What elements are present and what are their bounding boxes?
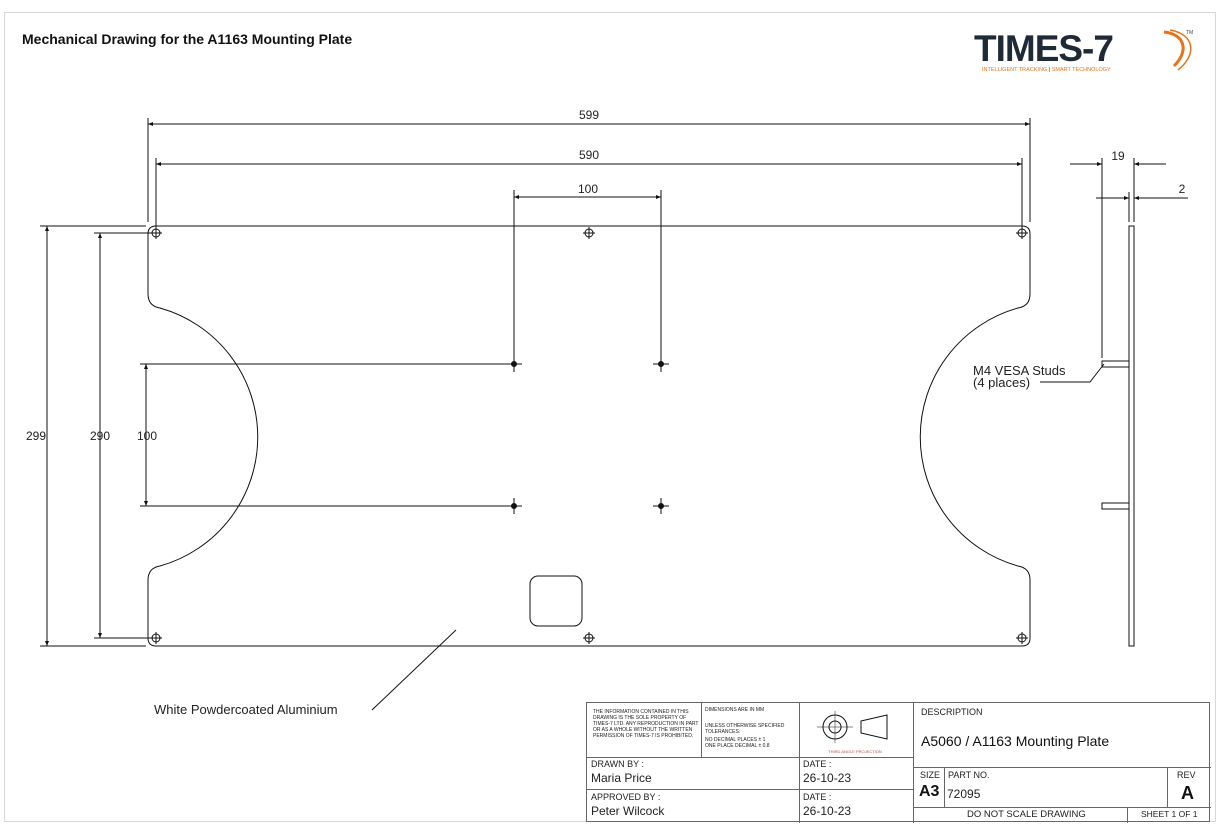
- dim-text-590: 590: [579, 148, 599, 162]
- dim-text-299: 299: [26, 429, 46, 443]
- title-block: THE INFORMATION CONTAINED IN THIS DRAWIN…: [586, 702, 1211, 823]
- mounting-hole-tm: [583, 227, 595, 239]
- mounting-hole-br: [1016, 632, 1028, 644]
- logo-wordmark: TIMES-7: [974, 28, 1114, 69]
- material-note: White Powdercoated Aluminium: [154, 702, 338, 717]
- dim-text-19: 19: [1111, 149, 1125, 163]
- vesa-stud-tl: [506, 356, 522, 372]
- size-label: SIZE: [920, 770, 941, 780]
- mounting-hole-tr: [1016, 227, 1028, 239]
- logo-swoosh-icon: [1163, 29, 1192, 71]
- description-label: DESCRIPTION: [921, 707, 983, 717]
- dim-text-100-h: 100: [578, 182, 598, 196]
- part-no-value: 72095: [947, 787, 981, 801]
- plate-outline: [147, 225, 1031, 647]
- mounting-hole-bm: [583, 632, 595, 644]
- vesa-stud-bl: [506, 498, 522, 514]
- size-value: A3: [919, 783, 940, 800]
- vesa-stud-br: [653, 498, 669, 514]
- dim-text-290: 290: [90, 429, 110, 443]
- material-leader: [371, 629, 457, 711]
- property-notice: THE INFORMATION CONTAINED IN THIS DRAWIN…: [593, 709, 699, 739]
- vesa-stud-tr: [653, 356, 669, 372]
- approved-date-label: DATE :: [803, 792, 832, 802]
- part-no-label: PART NO.: [948, 770, 990, 780]
- studs-note-line2: (4 places): [973, 375, 1030, 390]
- page-title: Mechanical Drawing for the A1163 Mountin…: [22, 31, 353, 47]
- approved-by-value: Peter Wilcock: [591, 804, 665, 818]
- rev-label: REV: [1177, 770, 1196, 780]
- side-view-stud-bottom: [1101, 502, 1130, 510]
- studs-leader: [1040, 363, 1105, 383]
- dim-text-599: 599: [579, 108, 599, 122]
- side-view-stud-top: [1101, 360, 1130, 368]
- tolerance-note: UNLESS OTHERWISE SPECIFIED TOLERANCES:: [705, 723, 785, 735]
- logo-tagline: INTELLIGENT TRACKING | SMART TECHNOLOGY: [982, 67, 1111, 73]
- drawn-by-value: Maria Price: [591, 771, 652, 785]
- approved-by-label: APPROVED BY :: [591, 792, 661, 802]
- tolerance-one-decimal: ONE PLACE DECIMAL ± 0.8: [705, 743, 770, 749]
- company-logo: TIMES-7 INTELLIGENT TRACKING | SMART TEC…: [968, 24, 1208, 80]
- studs-note-line1: M4 VESA Studs: [973, 363, 1066, 378]
- rev-value: A: [1181, 783, 1194, 803]
- tolerance-no-decimal: NO DECIMAL PLACES ± 1: [705, 737, 766, 743]
- dim-text-2: 2: [1179, 182, 1186, 196]
- projection-label: THIRD ANGLE PROJECTION: [828, 749, 882, 754]
- drawn-date-label: DATE :: [803, 759, 832, 769]
- do-not-scale-note: DO NOT SCALE DRAWING: [967, 809, 1086, 820]
- cable-cutout: [529, 575, 583, 627]
- third-angle-projection-icon: THIRD ANGLE PROJECTION: [817, 711, 888, 754]
- sheet-number: SHEET 1 OF 1: [1141, 809, 1198, 819]
- approved-date-value: 26-10-23: [803, 804, 852, 818]
- drawn-by-label: DRAWN BY :: [591, 759, 645, 769]
- description-value: A5060 / A1163 Mounting Plate: [921, 733, 1110, 749]
- units-note: DIMENSIONS ARE IN mm: [705, 707, 765, 713]
- drawn-date-value: 26-10-23: [803, 771, 852, 785]
- side-view-plate: [1128, 225, 1135, 647]
- mounting-hole-bl: [150, 632, 162, 644]
- mounting-hole-tl: [150, 227, 162, 239]
- dim-text-100-v: 100: [137, 429, 157, 443]
- logo-trademark: TM: [1186, 30, 1194, 36]
